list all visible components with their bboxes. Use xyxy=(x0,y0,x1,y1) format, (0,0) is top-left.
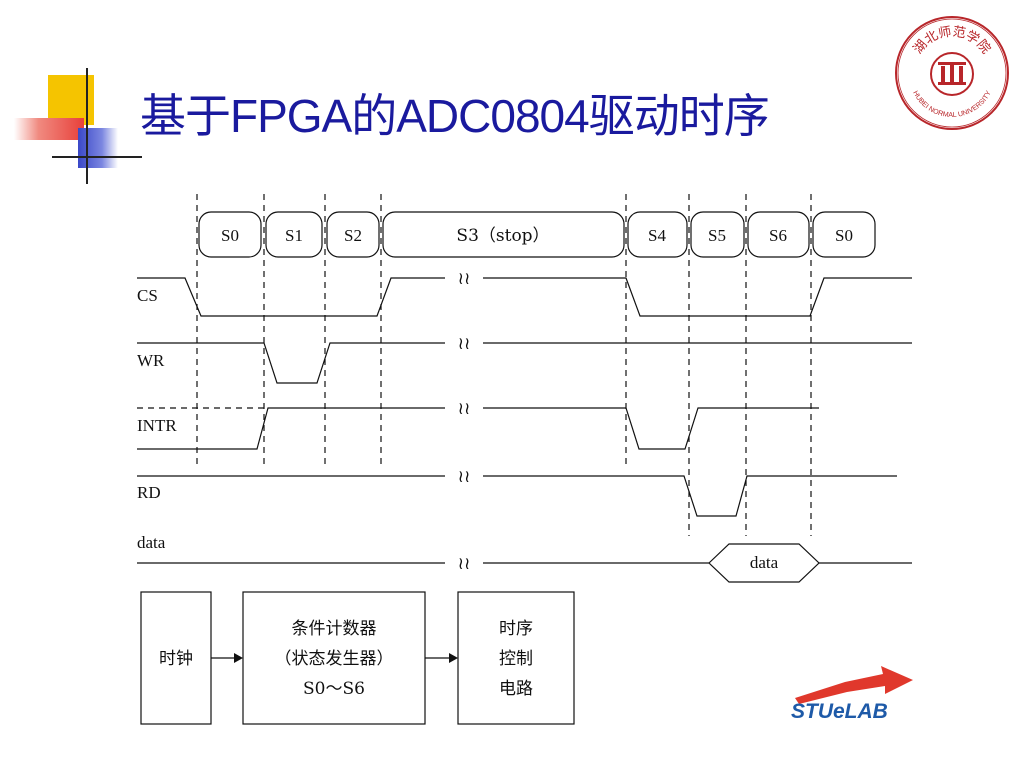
counter-block-line3: S0～S6 xyxy=(303,679,365,699)
state-label-s4: S4 xyxy=(648,226,666,245)
stulab-swoosh-icon xyxy=(795,666,913,704)
state-boundaries xyxy=(196,194,812,536)
state-label-s3: S3（stop） xyxy=(456,226,549,246)
wr-waveform xyxy=(137,342,445,384)
state-label-s2: S2 xyxy=(344,226,362,245)
signal-label-cs: CS xyxy=(137,286,158,305)
counter-block-line2: （状态发生器） xyxy=(275,649,394,669)
stulab-text: STUeLAB xyxy=(791,700,888,723)
rd-waveform xyxy=(483,475,897,517)
state-pills xyxy=(198,211,876,258)
intr-waveform-cont xyxy=(483,407,819,450)
arrow-clock-to-counter xyxy=(234,653,243,663)
data-bus-label: data xyxy=(750,553,779,572)
cs-waveform-cont xyxy=(483,277,912,317)
page-title: 基于FPGA的ADC0804驱动时序 xyxy=(140,89,770,143)
signal-label-rd: RD xyxy=(137,483,161,502)
timing-block-line1: 时序 xyxy=(499,619,533,639)
state-label-s0: S0 xyxy=(221,226,239,245)
arrow-counter-to-timing xyxy=(449,653,458,663)
clock-block-label: 时钟 xyxy=(159,649,193,669)
logo-emblem-icon xyxy=(938,62,966,85)
state-label-s6: S6 xyxy=(769,226,787,245)
break-marks: ≀≀ ≀≀ ≀≀ ≀≀ ≀≀ xyxy=(458,269,471,573)
counter-block-line1: 条件计数器 xyxy=(292,619,377,639)
state-label-s1: S1 xyxy=(285,226,303,245)
signal-label-data: data xyxy=(137,533,166,552)
intr-waveform xyxy=(137,407,445,450)
break-mark-rd: ≀≀ xyxy=(458,467,471,486)
deco-horizontal-line xyxy=(52,156,142,158)
timing-block-line2: 控制 xyxy=(499,649,533,669)
stulab-logo: STUeLAB xyxy=(791,666,913,723)
break-mark-data: ≀≀ xyxy=(458,554,471,573)
timing-figure: ≀≀ ≀≀ ≀≀ ≀≀ ≀≀ S0 S1 S2 S3（stop） S4 S5 S… xyxy=(127,186,917,734)
signal-label-wr: WR xyxy=(137,351,165,370)
timing-diagram: ≀≀ ≀≀ ≀≀ ≀≀ ≀≀ S0 S1 S2 S3（stop） S4 S5 S… xyxy=(137,194,912,725)
break-mark-intr: ≀≀ xyxy=(458,399,471,418)
timing-block-line3: 电路 xyxy=(499,679,533,699)
break-mark-cs: ≀≀ xyxy=(458,269,471,288)
state-label-s0-end: S0 xyxy=(835,226,853,245)
break-mark-wr: ≀≀ xyxy=(458,334,471,353)
state-label-s5: S5 xyxy=(708,226,726,245)
deco-red-bar xyxy=(14,118,84,140)
university-logo: 湖北师范学院 HUBEI NORMAL UNIVERSITY xyxy=(895,16,1009,130)
deco-vertical-line xyxy=(86,68,88,184)
deco-blue-square xyxy=(78,128,118,168)
cs-waveform xyxy=(137,277,445,317)
signal-label-intr: INTR xyxy=(137,416,177,435)
